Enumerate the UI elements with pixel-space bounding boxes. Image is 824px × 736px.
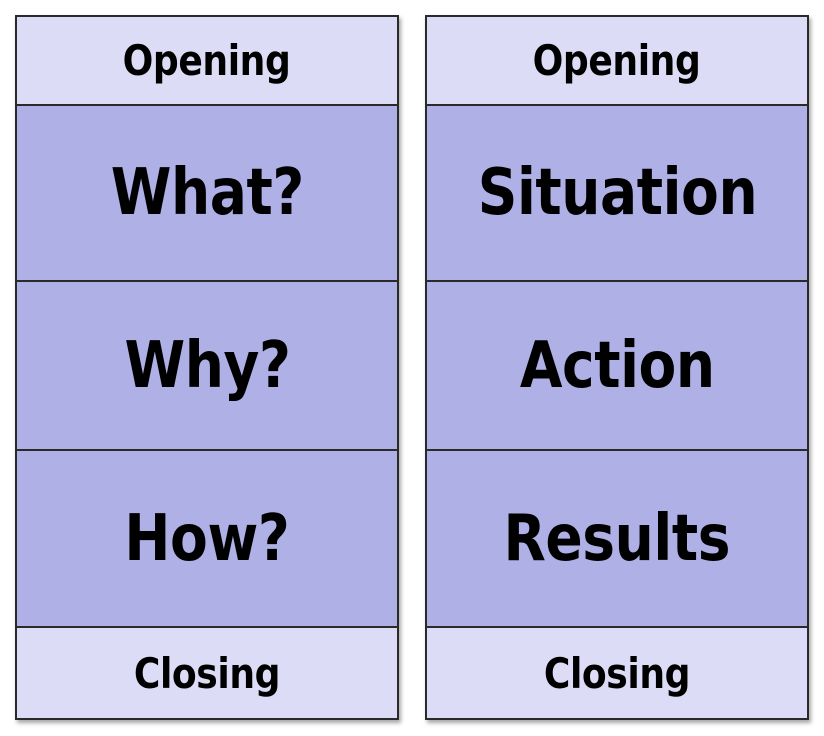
section-box-situation: Situation	[427, 106, 807, 282]
section-label: Action	[519, 328, 715, 403]
opening-label: Opening	[123, 36, 291, 85]
opening-box: Opening	[427, 17, 807, 106]
closing-label: Closing	[543, 648, 691, 698]
section-box-what: What?	[17, 106, 397, 282]
structure-column-questions: Opening What? Why? How? Closing	[15, 15, 399, 720]
opening-box: Opening	[17, 17, 397, 106]
section-label: Why?	[124, 328, 290, 403]
section-label: What?	[110, 156, 304, 230]
section-label: Situation	[477, 156, 757, 230]
closing-label: Closing	[133, 648, 281, 698]
section-label: How?	[124, 501, 290, 576]
section-box-how: How?	[17, 451, 397, 628]
section-box-why: Why?	[17, 282, 397, 451]
closing-box: Closing	[427, 628, 807, 718]
section-box-action: Action	[427, 282, 807, 451]
opening-label: Opening	[533, 36, 701, 85]
structure-column-star: Opening Situation Action Results Closing	[425, 15, 809, 720]
closing-box: Closing	[17, 628, 397, 718]
section-box-results: Results	[427, 451, 807, 628]
section-label: Results	[503, 501, 731, 576]
